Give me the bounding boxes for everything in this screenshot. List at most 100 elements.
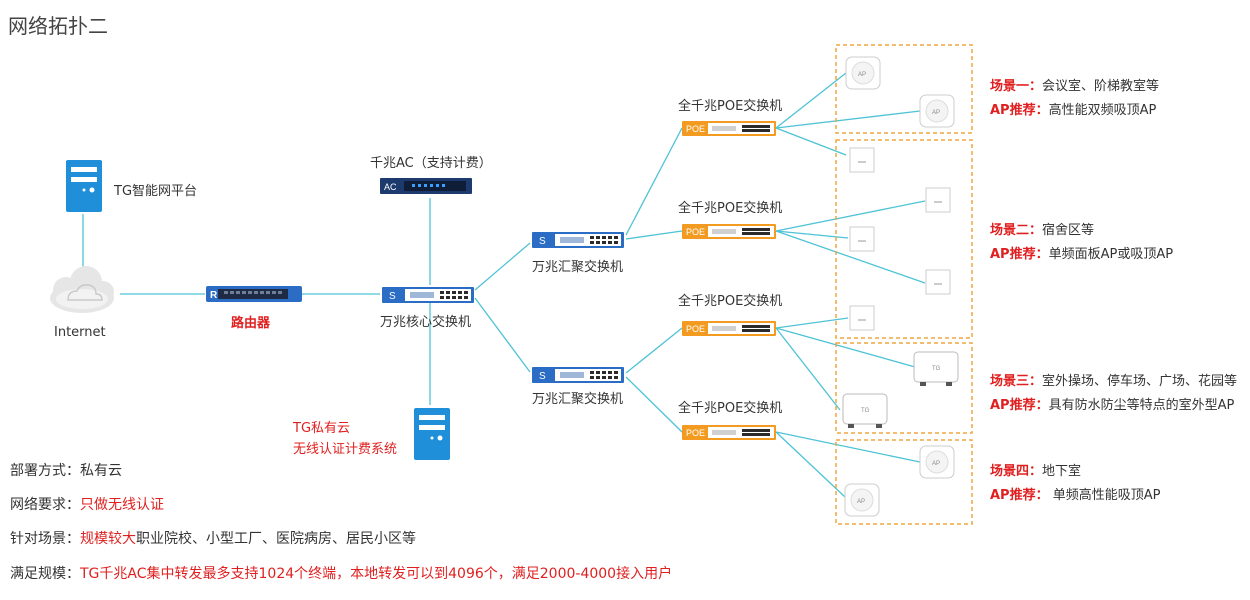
scale-value: TG千兆AC集中转发最多支持1024个终端，本地转发可以到4096个，满足200… (80, 566, 673, 582)
ac-badge: AC (384, 182, 397, 192)
core-switch-label: 万兆核心交换机 (380, 315, 472, 330)
link-poe4-ap10 (775, 431, 921, 463)
scene-label: 场景四： (990, 464, 1043, 479)
network-info: 网络要求：只做无线认证 (10, 494, 164, 514)
poe-switch-2-icon (682, 224, 776, 239)
link-poe1-ap1 (775, 72, 847, 129)
link-core-agg2 (474, 297, 531, 373)
scene-4-ap-text: AP推荐： 单频高性能吸顶AP (990, 484, 1160, 503)
outdoor-ap-badge: TG (861, 408, 870, 414)
agg-switch-1-icon (532, 232, 624, 248)
scenario-label: 针对场景： (10, 531, 80, 547)
agg-switch-1-label: 万兆汇聚交换机 (532, 260, 624, 275)
ap-label: AP推荐： (990, 398, 1049, 413)
router-label: 路由器 (231, 316, 271, 331)
agg-switch-2-icon (532, 367, 624, 383)
link-core-agg1 (474, 242, 531, 291)
core-switch-badge: S (389, 291, 396, 302)
network-label: 网络要求： (10, 497, 80, 513)
panel-ap-icon (925, 269, 951, 295)
link-poe1-ap2 (775, 110, 921, 129)
ceiling-ap-badge: AP (932, 461, 940, 467)
page-title: 网络拓扑二 (8, 14, 108, 38)
ap-value: 单频面板AP或吸顶AP (1048, 247, 1174, 262)
ap-value: 单频高性能吸顶AP (1048, 488, 1161, 503)
scene-1-ap-text: AP推荐：高性能双频吸顶AP (990, 99, 1156, 118)
ap-label: AP推荐： (990, 488, 1049, 503)
scene-value: 地下室 (1042, 464, 1082, 479)
poe-switch-4-icon (682, 425, 776, 440)
link-agg2-poe3 (625, 327, 683, 374)
poe-switch-1-label: 全千兆POE交换机 (678, 99, 783, 114)
poe-switch-3-icon (682, 321, 776, 336)
link-agg1-poe1 (625, 127, 683, 236)
private-cloud-server-icon (414, 408, 450, 460)
link-poe3-ap7 (775, 317, 849, 329)
scene-2-text: 场景二：宿舍区等 (990, 219, 1094, 238)
link-poe2-ap5 (775, 230, 849, 239)
poe-switch-3-label: 全千兆POE交换机 (678, 294, 783, 309)
private-cloud-label: TG私有云 (293, 421, 351, 436)
ceiling-ap-icon (919, 445, 955, 479)
deploy-info: 部署方式：私有云 (10, 460, 122, 480)
private-cloud-sublabel: 无线认证计费系统 (293, 442, 398, 457)
outdoor-ap-icon (913, 351, 959, 386)
ceiling-ap-icon (919, 94, 955, 128)
poe-switch-1-badge: POE (686, 124, 705, 134)
ap-value: 高性能双频吸顶AP (1048, 103, 1157, 118)
deploy-value: 私有云 (80, 463, 122, 479)
outdoor-ap-badge: TG (932, 366, 941, 372)
router-icon (206, 286, 302, 302)
panel-ap-icon (849, 305, 875, 331)
poe-switch-1-icon (682, 121, 776, 136)
scenario-info: 针对场景：规模较大职业院校、小型工厂、医院病房、居民小区等 (10, 528, 416, 548)
connection-links (82, 72, 926, 498)
deploy-label: 部署方式： (10, 463, 80, 479)
platform-server-icon (66, 160, 102, 212)
ceiling-ap-badge: AP (932, 110, 940, 116)
scene-4-text: 场景四：地下室 (990, 460, 1081, 479)
outdoor-ap-icon (842, 393, 888, 428)
ap-label: AP推荐： (990, 247, 1049, 262)
agg-switch-2-label: 万兆汇聚交换机 (532, 392, 624, 407)
ap-value: 具有防水防尘等特点的室外型AP (1048, 398, 1235, 413)
scenario-highlight: 规模较大 (80, 531, 136, 547)
scene-box-3 (835, 342, 973, 434)
link-poe3-ap9 (775, 327, 841, 411)
panel-ap-icon (925, 187, 951, 213)
poe-switch-3-badge: POE (686, 324, 705, 334)
link-poe1-ap3 (775, 127, 847, 156)
scale-label: 满足规模： (10, 566, 80, 582)
panel-ap-icon (849, 226, 875, 252)
network-value: 只做无线认证 (80, 497, 164, 513)
scene-box-4 (835, 439, 973, 525)
link-poe2-ap4 (775, 200, 926, 232)
link-poe2-ap6 (775, 230, 926, 284)
scene-value: 宿舍区等 (1042, 223, 1095, 238)
internet-cloud-icon (50, 266, 114, 313)
internet-label: Internet (54, 325, 106, 340)
router-badge: R (210, 290, 218, 301)
link-agg2-poe4 (625, 376, 683, 433)
scene-2-ap-text: AP推荐：单频面板AP或吸顶AP (990, 243, 1173, 262)
scene-1-text: 场景一：会议室、阶梯教室等 (990, 75, 1159, 94)
scene-label: 场景三： (990, 374, 1043, 389)
ac-label: 千兆AC（支持计费） (370, 156, 492, 171)
ceiling-ap-badge: AP (858, 72, 866, 78)
scene-value: 会议室、阶梯教室等 (1042, 79, 1160, 94)
scale-info: 满足规模：TG千兆AC集中转发最多支持1024个终端，本地转发可以到4096个，… (10, 563, 672, 583)
platform-label: TG智能网平台 (114, 184, 198, 199)
scene-box-2 (835, 139, 973, 339)
poe-switch-4-label: 全千兆POE交换机 (678, 401, 783, 416)
scene-value: 室外操场、停车场、广场、花园等 (1042, 374, 1238, 389)
scene-3-ap-text: AP推荐：具有防水防尘等特点的室外型AP (990, 394, 1234, 413)
scene-label: 场景二： (990, 223, 1043, 238)
poe-switch-4-badge: POE (686, 428, 705, 438)
scene-label: 场景一： (990, 79, 1043, 94)
core-switch-icon (382, 287, 474, 303)
agg-switch-1-badge: S (539, 236, 546, 247)
panel-ap-icon (849, 147, 875, 173)
scenario-rest: 职业院校、小型工厂、医院病房、居民小区等 (136, 531, 416, 547)
scene-3-text: 场景三：室外操场、停车场、广场、花园等 (990, 370, 1237, 389)
